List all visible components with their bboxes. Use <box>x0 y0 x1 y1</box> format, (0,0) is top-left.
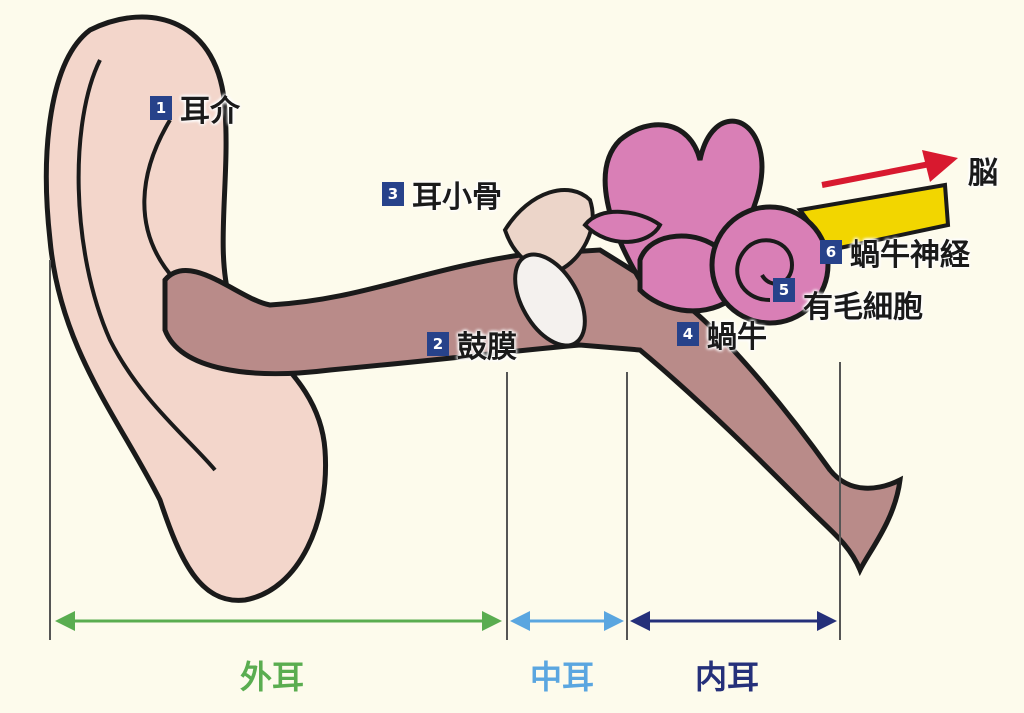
badge-6: 6 <box>820 240 842 264</box>
outer-ear-span-arrow <box>55 611 502 631</box>
label-text: 蝸牛神経 <box>850 238 970 273</box>
badge-3: 3 <box>382 182 404 206</box>
auricle-inner-fold <box>142 118 177 282</box>
badge-2: 2 <box>427 332 449 356</box>
badge-5: 5 <box>773 278 795 302</box>
badge-4: 4 <box>677 322 699 346</box>
label-auricle: 1 耳介 <box>150 86 240 130</box>
label-brain: 脳 <box>968 148 998 192</box>
auricle-fold <box>76 59 217 472</box>
brain-text: 脳 <box>968 156 998 191</box>
ear-canal <box>162 247 904 577</box>
brain-arrow-head <box>922 150 958 182</box>
region-outer-ear: 外耳 <box>240 658 305 696</box>
region-inner-ear: 内耳 <box>695 658 760 696</box>
label-ossicles: 3 耳小骨 <box>382 172 502 216</box>
label-text: 耳介 <box>180 94 240 129</box>
inner-ear-span-arrow <box>630 611 837 631</box>
label-text: 有毛細胞 <box>803 290 923 325</box>
label-cochlea: 4 蝸牛 <box>677 312 767 356</box>
semicircular-loop <box>582 209 663 244</box>
region-dividers <box>49 260 841 640</box>
region-middle-ear: 中耳 <box>530 658 595 696</box>
label-text: 蝸牛 <box>707 320 767 355</box>
label-cochlear-nerve: 6 蝸牛神経 <box>820 230 970 274</box>
badge-1: 1 <box>150 96 172 120</box>
middle-ear-span-arrow <box>510 611 624 631</box>
label-eardrum: 2 鼓膜 <box>427 322 517 366</box>
label-text: 耳小骨 <box>412 180 502 215</box>
label-text: 鼓膜 <box>457 330 517 365</box>
label-hair-cells: 5 有毛細胞 <box>773 268 923 325</box>
brain-arrow-shaft <box>821 160 936 188</box>
eardrum-shape <box>513 252 587 348</box>
cochlea-shape <box>709 204 831 326</box>
